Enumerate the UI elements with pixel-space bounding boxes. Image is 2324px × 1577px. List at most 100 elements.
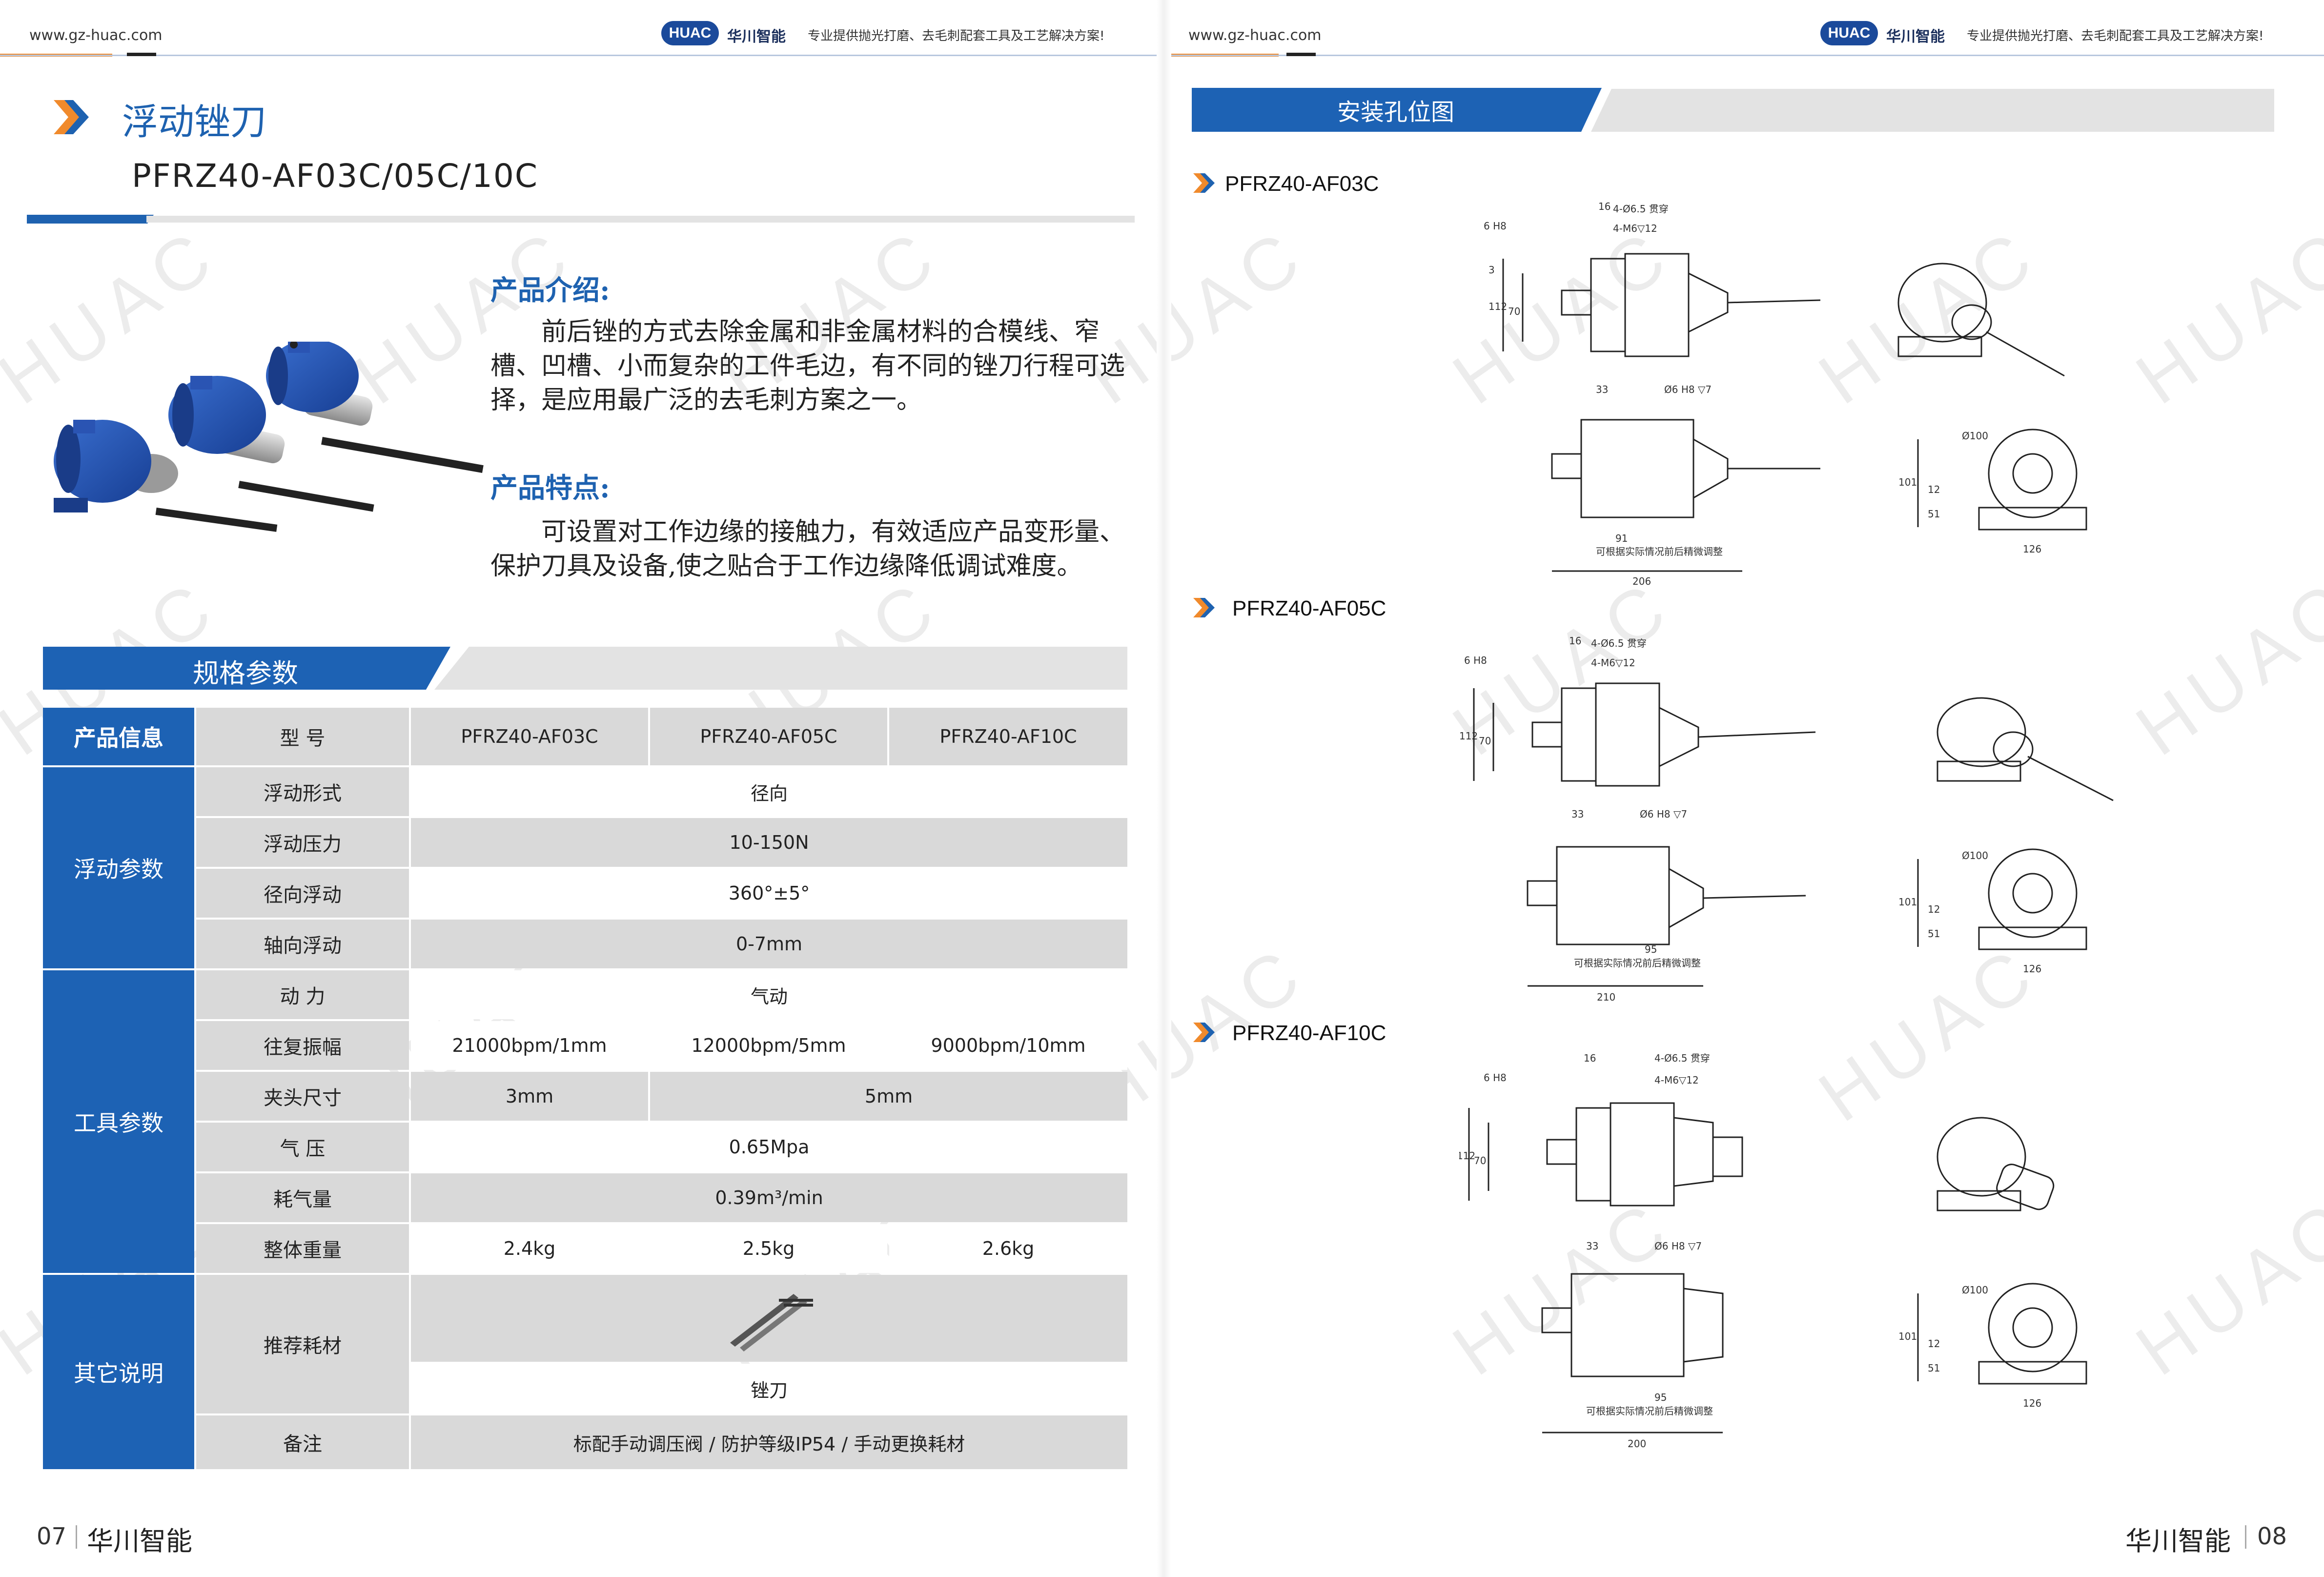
feature-heading: 产品特点: bbox=[490, 472, 610, 504]
dim-hole2: 4-M6▽12 bbox=[1591, 657, 1635, 669]
product-image bbox=[54, 342, 484, 532]
dim-112: 112 bbox=[1488, 301, 1507, 312]
website-url[interactable]: www.gz-huac.com bbox=[1188, 27, 1322, 44]
drawing-af05c-side: 112 70 6 H8 16 4-Ø6.5 贯穿 4-M6▽12 33 Ø6 H… bbox=[1459, 635, 1816, 820]
row-value: 21000bpm/1mm bbox=[411, 1021, 648, 1070]
website-url[interactable]: www.gz-huac.com bbox=[29, 27, 163, 44]
header-rule bbox=[0, 55, 1157, 56]
page-title: 浮动锉刀 bbox=[122, 101, 266, 143]
drawing-af05c-front: 101 12 51 Ø100 126 bbox=[1898, 848, 2087, 975]
row-value: 0-7mm bbox=[411, 920, 1127, 968]
row-label: 径向浮动 bbox=[196, 869, 409, 918]
section-title: PFRZ40-AF10C bbox=[1232, 1021, 1386, 1045]
spec-banner bbox=[43, 647, 450, 690]
row-value: 360°±5° bbox=[411, 869, 1127, 918]
dim-12: 12 bbox=[1928, 484, 1940, 495]
row-value: 10-150N bbox=[411, 818, 1127, 867]
row-label: 整体重量 bbox=[196, 1224, 409, 1273]
drawing-af10c-front: 101 12 51 Ø100 126 bbox=[1898, 1283, 2087, 1409]
dim-16: 16 bbox=[1584, 1052, 1596, 1064]
row-value: 标配手动调压阀 / 防护等级IP54 / 手动更换耗材 bbox=[411, 1415, 1127, 1469]
dim-206: 206 bbox=[1632, 575, 1651, 587]
section-title: PFRZ40-AF05C bbox=[1232, 596, 1386, 620]
drawing-af03c-side: 112 70 3 6 H8 16 4-Ø6.5 贯穿 4-M6▽12 33 Ø6… bbox=[1484, 201, 1821, 395]
row-value: 0.65Mpa bbox=[411, 1123, 1127, 1171]
install-banner-title: 安装孔位图 bbox=[1337, 99, 1455, 126]
spec-banner-title: 规格参数 bbox=[193, 658, 298, 689]
intro-heading: 产品介绍: bbox=[490, 274, 610, 307]
consumable-image-cell bbox=[411, 1275, 1127, 1362]
dim-112: 112 bbox=[1459, 1150, 1475, 1162]
row-value: 2.5kg bbox=[650, 1224, 887, 1273]
row-label: 推荐耗材 bbox=[196, 1275, 409, 1413]
footer-divider bbox=[2245, 1525, 2246, 1549]
page-number-left: 07 bbox=[37, 1523, 67, 1550]
section-chevron-icon bbox=[1193, 173, 1215, 193]
dim-pin2: Ø6 H8 ▽7 bbox=[1664, 384, 1712, 395]
dim-51: 51 bbox=[1928, 1362, 1940, 1374]
row-value: 锉刀 bbox=[411, 1364, 1127, 1413]
spec-banner-track bbox=[434, 647, 1127, 690]
row-label: 气 压 bbox=[196, 1123, 409, 1171]
model-number: PFRZ40-AF03C/05C/10C bbox=[132, 157, 538, 195]
row-label: 往复振幅 bbox=[196, 1021, 409, 1070]
row-value: 气动 bbox=[411, 970, 1127, 1019]
logo-cn: 华川智能 bbox=[727, 28, 786, 45]
dim-16: 16 bbox=[1569, 635, 1581, 647]
dim-91: 91 bbox=[1615, 532, 1628, 544]
dim-hole2: 4-M6▽12 bbox=[1654, 1074, 1699, 1086]
row-value: 2.4kg bbox=[411, 1224, 648, 1273]
dim-70: 70 bbox=[1508, 306, 1520, 317]
dim-12: 12 bbox=[1928, 903, 1940, 915]
row-label: 备注 bbox=[196, 1415, 409, 1469]
logo: HUAC bbox=[661, 21, 719, 45]
watermark: HUAC bbox=[2121, 211, 2324, 420]
title-underline bbox=[146, 216, 1135, 223]
dim-70: 70 bbox=[1474, 1155, 1486, 1167]
dim-51: 51 bbox=[1928, 508, 1940, 520]
row-value: 5mm bbox=[650, 1072, 1127, 1121]
dim-16: 16 bbox=[1598, 201, 1610, 212]
dim-pin2: Ø6 H8 ▽7 bbox=[1640, 808, 1687, 820]
watermark: HUAC bbox=[2121, 562, 2324, 771]
category-tool: 工具参数 bbox=[43, 970, 194, 1273]
dim-hole1: 4-Ø6.5 贯穿 bbox=[1613, 203, 1669, 215]
label-model: 型 号 bbox=[196, 708, 409, 765]
title-chevron-icon bbox=[54, 100, 89, 134]
dim-6h8: 6 H8 bbox=[1484, 1072, 1507, 1084]
header-rule-dark bbox=[1286, 53, 1316, 56]
page-fold bbox=[1157, 0, 1171, 1577]
category-other: 其它说明 bbox=[43, 1275, 194, 1469]
dim-101: 101 bbox=[1898, 476, 1917, 488]
section-chevron-icon bbox=[1193, 598, 1215, 617]
dim-95: 95 bbox=[1645, 943, 1657, 955]
title-underline-accent bbox=[27, 215, 154, 224]
dim-100: Ø100 bbox=[1962, 850, 1988, 861]
section-chevron-icon bbox=[1193, 1023, 1215, 1042]
row-label: 夹头尺寸 bbox=[196, 1072, 409, 1121]
row-label: 耗气量 bbox=[196, 1173, 409, 1222]
dim-pin2: Ø6 H8 ▽7 bbox=[1654, 1240, 1702, 1252]
dim-95: 95 bbox=[1654, 1392, 1667, 1403]
dim-70: 70 bbox=[1479, 735, 1491, 747]
watermark: HUAC bbox=[2121, 1182, 2324, 1391]
drawing-af03c-top: 91 可根据实际情况前后精微调整 206 bbox=[1551, 419, 1820, 587]
install-banner-track bbox=[1591, 89, 2274, 132]
adjust-note: 可根据实际情况前后精微调整 bbox=[1596, 546, 1723, 557]
drawing-af03c-front: 101 12 51 Ø100 126 bbox=[1898, 429, 2087, 555]
adjust-note: 可根据实际情况前后精微调整 bbox=[1574, 957, 1701, 969]
dim-100: Ø100 bbox=[1962, 1284, 1988, 1296]
header-slogan: 专业提供抛光打磨、去毛刺配套工具及工艺解决方案! bbox=[1967, 29, 2264, 43]
model-col-2: PFRZ40-AF05C bbox=[650, 708, 887, 765]
category-product-info: 产品信息 bbox=[43, 708, 194, 765]
dim-112: 112 bbox=[1459, 730, 1478, 742]
dim-33: 33 bbox=[1596, 384, 1608, 395]
dim-101: 101 bbox=[1898, 896, 1917, 908]
adjust-note: 可根据实际情况前后精微调整 bbox=[1586, 1405, 1713, 1417]
drawing-af05c-iso bbox=[1937, 697, 2114, 801]
row-label: 动 力 bbox=[196, 970, 409, 1019]
dim-126: 126 bbox=[2023, 543, 2041, 555]
row-label: 轴向浮动 bbox=[196, 920, 409, 968]
section-title: PFRZ40-AF03C bbox=[1225, 172, 1379, 196]
row-value: 径向 bbox=[411, 767, 1127, 816]
